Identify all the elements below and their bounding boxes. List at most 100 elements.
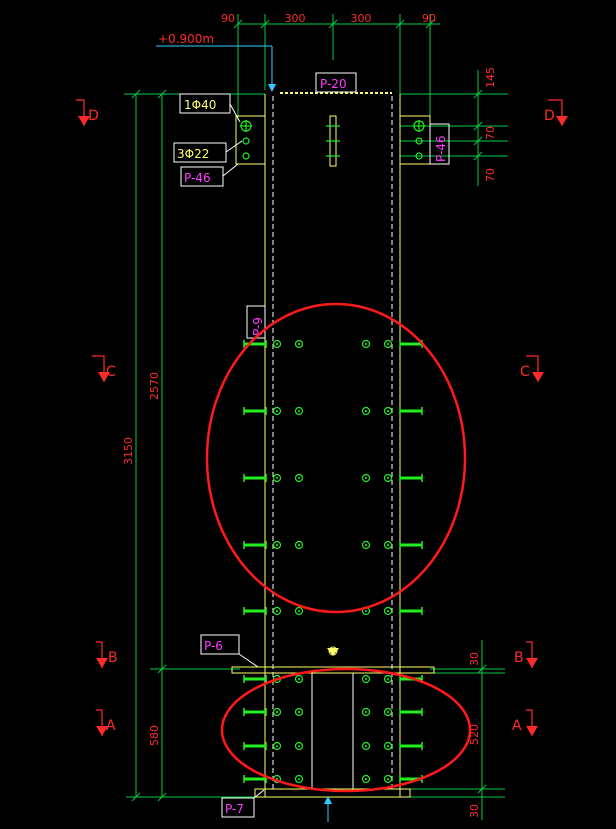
- stud-circle: [361, 707, 371, 717]
- section-marks: [76, 99, 563, 736]
- stud-center: [298, 711, 300, 713]
- stud-circle: [383, 540, 393, 550]
- stud-center: [298, 544, 300, 546]
- top-plates: [235, 115, 431, 167]
- stud-center: [276, 745, 278, 747]
- stud-center: [365, 477, 367, 479]
- stud-center: [387, 544, 389, 546]
- dim-right-30a: 30: [468, 652, 481, 666]
- callout-p46-right-text: P-46: [434, 135, 448, 162]
- callout-p6-text: P-6: [204, 639, 223, 653]
- dim-left-3150: 3150: [122, 437, 135, 465]
- stud-circle: [294, 741, 304, 751]
- section-b-left: B: [108, 650, 118, 666]
- stud-circle: [294, 774, 304, 784]
- column-body: [264, 92, 401, 797]
- stud-center: [387, 477, 389, 479]
- stud-center: [365, 778, 367, 780]
- stud-center: [387, 343, 389, 345]
- stud-circle: [361, 339, 371, 349]
- callout-p7: P-7: [221, 789, 265, 818]
- stud-circle: [361, 406, 371, 416]
- dim-right-70b: 70: [484, 168, 497, 182]
- base-plate: [231, 646, 435, 674]
- stud-circle: [294, 674, 304, 684]
- stud-circle: [294, 707, 304, 717]
- stud-center: [276, 544, 278, 546]
- highlight-ellipse-lower: [220, 667, 472, 793]
- section-d-left: D: [88, 108, 99, 124]
- shear-studs: [272, 339, 393, 784]
- dim-top-4: 90: [422, 12, 436, 25]
- stud-center: [365, 544, 367, 546]
- anchor-bars: [243, 340, 423, 783]
- stud-circle: [383, 774, 393, 784]
- stud-center: [365, 610, 367, 612]
- stud-circle: [361, 540, 371, 550]
- stud-center: [276, 477, 278, 479]
- callout-p9-text: P-9: [251, 317, 265, 336]
- stud-center: [298, 678, 300, 680]
- stud-circle: [272, 741, 282, 751]
- stud-center: [276, 343, 278, 345]
- stud-circle: [383, 674, 393, 684]
- top-dimension-chain: [233, 14, 440, 120]
- bottom-leader: [324, 796, 332, 822]
- stud-center: [298, 477, 300, 479]
- callout-rebar-1: 1Φ40: [179, 93, 241, 123]
- stud-center: [365, 678, 367, 680]
- section-a-left: A: [106, 718, 116, 734]
- callout-p46-left: P-46: [180, 163, 239, 187]
- stud-circle: [361, 774, 371, 784]
- section-a-right: A: [512, 718, 522, 734]
- dim-top-3: 300: [351, 12, 372, 25]
- stud-circle: [361, 741, 371, 751]
- stud-center: [387, 711, 389, 713]
- stud-center: [276, 610, 278, 612]
- stud-center: [365, 343, 367, 345]
- stud-circle: [383, 741, 393, 751]
- stud-circle: [294, 540, 304, 550]
- stud-circle: [383, 606, 393, 616]
- stud-center: [298, 745, 300, 747]
- stud-center: [298, 778, 300, 780]
- left-dimension-chain: [124, 89, 265, 802]
- dim-right-520: 520: [468, 724, 481, 745]
- stud-circle: [383, 406, 393, 416]
- callout-p20: P-20: [315, 72, 357, 93]
- elevation-label: +0.900m: [158, 32, 214, 46]
- dim-top-1: 90: [221, 12, 235, 25]
- callout-p6: P-6: [200, 634, 259, 668]
- dim-left-2570: 2570: [148, 372, 161, 400]
- section-d-right: D: [544, 108, 555, 124]
- stud-center: [298, 410, 300, 412]
- callout-p9: P-9: [246, 305, 266, 339]
- section-c-right: C: [520, 364, 530, 380]
- stud-center: [298, 610, 300, 612]
- section-c-left: C: [106, 364, 116, 380]
- dim-right-30b: 30: [468, 804, 481, 818]
- stud-circle: [361, 674, 371, 684]
- callout-p46-right: P-46: [429, 123, 450, 165]
- callout-rebar-2: 3Φ22: [173, 140, 243, 163]
- stud-circle: [294, 339, 304, 349]
- dim-left-580: 580: [148, 725, 161, 746]
- section-arrowheads: [78, 116, 568, 736]
- stud-circle: [272, 606, 282, 616]
- stud-circle: [294, 473, 304, 483]
- stud-center: [365, 745, 367, 747]
- stud-circle: [272, 473, 282, 483]
- rebar-label-2: 3Φ22: [177, 147, 209, 161]
- stud-circle: [272, 540, 282, 550]
- stud-circle: [383, 707, 393, 717]
- callout-p20-text: P-20: [320, 77, 347, 91]
- highlight-ellipse-upper: [205, 302, 467, 614]
- right-dimension-chain: [400, 70, 508, 820]
- section-b-right: B: [514, 650, 524, 666]
- stud-circle: [383, 473, 393, 483]
- top-anchor-holes: [240, 120, 425, 160]
- dim-top-2: 300: [285, 12, 306, 25]
- stud-circle: [272, 406, 282, 416]
- stud-circle: [383, 339, 393, 349]
